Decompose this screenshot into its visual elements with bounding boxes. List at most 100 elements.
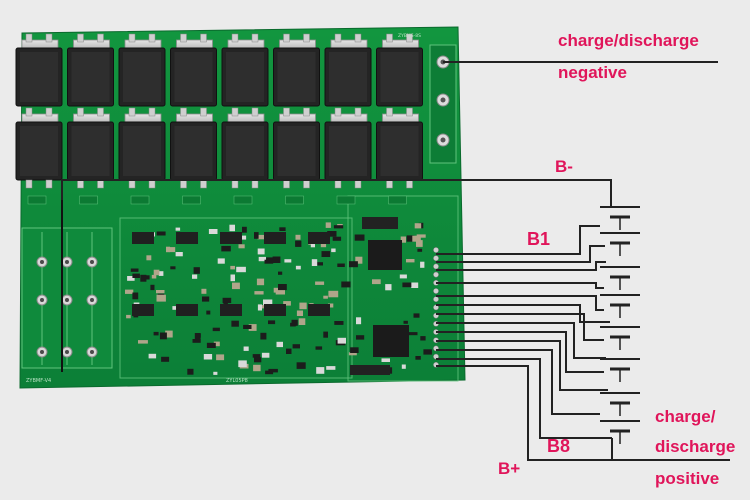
pad [27, 195, 47, 205]
annotations: charge/discharge negative B- B1 B8 B+ ch… [498, 31, 735, 488]
small-ic [176, 232, 198, 244]
smd-part [381, 358, 390, 362]
smd-part [423, 349, 432, 355]
mosfet-lead [148, 107, 156, 117]
terminal-hole-center [40, 298, 44, 302]
smd-part [254, 232, 259, 239]
smd-part [327, 303, 334, 308]
smd-part [406, 235, 415, 242]
b-plus-wire [436, 365, 612, 461]
smd-part [132, 292, 139, 300]
smd-part [202, 296, 210, 302]
label-charge-discharge-negative-2: negative [558, 63, 627, 82]
mosfet-pin [77, 179, 84, 189]
mosfet-face [226, 52, 264, 102]
smd-part [268, 320, 276, 325]
pad [79, 195, 98, 205]
smd-part [140, 274, 147, 282]
smd-part [264, 259, 274, 264]
smd-part [316, 262, 323, 266]
smd-part [229, 224, 235, 232]
terminal-hole-center [65, 298, 69, 302]
smd-part [315, 281, 325, 285]
label-charge-discharge-positive-3: positive [655, 469, 719, 488]
smd-part [172, 306, 180, 310]
smd-part [295, 265, 301, 270]
mosfet-lead [97, 33, 104, 43]
smd-part [265, 370, 274, 375]
mosfet-face [174, 126, 213, 176]
smd-part [192, 339, 201, 343]
smd-part [284, 259, 292, 263]
smd-part [296, 362, 306, 369]
balance-pad [433, 271, 439, 278]
mosfet-pin [283, 179, 290, 189]
smd-part [126, 314, 131, 319]
mosfet-lead [334, 107, 342, 117]
smd-part [212, 327, 220, 332]
smd-part [238, 360, 247, 368]
smd-part [321, 251, 331, 257]
mosfet-face [174, 52, 213, 102]
terminal-hole-center [65, 260, 69, 264]
small-ic [176, 304, 198, 316]
pad [285, 195, 304, 205]
smd-part [194, 333, 201, 340]
smd-part [132, 273, 140, 278]
smd-part [165, 330, 173, 338]
label-b-minus: B- [555, 157, 573, 176]
smd-part [400, 236, 406, 243]
mosfet-pin [231, 179, 239, 189]
mosfet-pin [251, 179, 259, 189]
smd-part [356, 335, 365, 340]
negative-terminal-strip [429, 44, 457, 164]
mosfet-lead [180, 33, 187, 43]
smd-part [257, 304, 262, 311]
smd-part [348, 352, 357, 356]
smd-part [372, 279, 381, 285]
smd-part [242, 226, 247, 233]
smd-part [420, 261, 425, 268]
smd-part [295, 240, 302, 247]
smd-part [279, 227, 286, 231]
smd-part [403, 320, 408, 324]
small-ic [308, 304, 330, 316]
mosfet-lead [251, 107, 259, 117]
smd-part [356, 317, 362, 325]
mosfet-lead [77, 107, 84, 117]
terminal-hole-center [40, 260, 44, 264]
mosfet-lead [354, 33, 362, 43]
smd-part [175, 227, 181, 231]
mosfet-lead [386, 107, 393, 117]
smd-part [310, 243, 315, 248]
smd-part [415, 356, 421, 360]
smd-part [150, 284, 155, 291]
small-ic [264, 232, 286, 244]
smd-part [213, 341, 220, 347]
smd-part [355, 256, 363, 264]
mosfet-lead [283, 33, 290, 43]
smd-part [337, 337, 346, 344]
smd-part [257, 234, 267, 240]
smd-part [248, 324, 257, 331]
smd-part [323, 295, 328, 299]
mosfet-face [20, 126, 58, 176]
smd-part [323, 331, 328, 338]
mosfet-face [71, 126, 110, 176]
smd-part [243, 346, 249, 351]
smd-part [416, 240, 423, 247]
smd-part [138, 340, 148, 344]
mosfet-pin [180, 179, 187, 189]
mosfet-lead [25, 107, 33, 117]
smd-part [320, 242, 327, 248]
smd-part [192, 274, 198, 279]
smd-part [268, 368, 278, 373]
pad [233, 195, 253, 205]
mosfet-face [329, 52, 367, 102]
smd-part [406, 259, 415, 263]
mosfet-lead [97, 107, 104, 117]
smd-part [283, 301, 291, 306]
smd-part [402, 282, 412, 288]
small-ic [220, 304, 242, 316]
smd-part [420, 336, 426, 341]
